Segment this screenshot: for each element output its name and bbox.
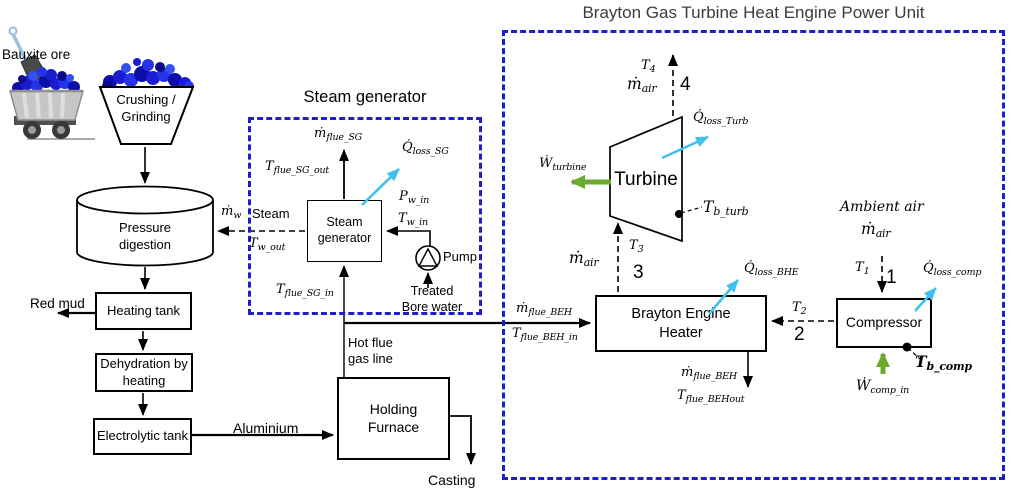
label-m-air-ambient: ṁair [861,220,891,240]
label-P-w-in: Pw_in [399,189,429,206]
hot-flue-gas-line-label: Hot flue gas line [348,335,393,367]
leader-T-b-turb [680,206,703,214]
holding-furnace-box: Holding Furnace [337,377,450,460]
state-point-2: 2 [794,324,805,345]
label-W-turbine: Ẇturbine [539,156,587,173]
label-m-flue-BEH-in: ṁflue_BEH [516,301,572,318]
label-m-air-4: ṁair [627,75,657,95]
steam-label: Steam [252,206,290,221]
bauxite-ore-label: Bauxite ore [2,47,71,62]
crushing-grinding-label: Crushing / Grinding [116,92,176,124]
brayton-engine-heater-box: Brayton Engine Heater [595,295,767,352]
label-T-4: T4 [641,58,656,75]
label-m-flue-BEH-out: ṁflue_BEH [681,365,737,382]
label-Q-loss-comp: Q̇loss_comp [923,261,982,278]
arrow-pump-to-steam-generator [386,226,431,247]
arrow-casting [450,415,476,465]
label-m-flue-SG: ṁflue_SG [314,126,363,143]
pump-label: Pump [443,249,477,264]
crushing-grinding-funnel [98,86,195,145]
label-T-flue-BEHout: Tflue_BEHout [677,388,745,405]
label-T-flue-SG-in: Tflue_SG_in [276,282,334,299]
pressure-digestion-cylinder [76,185,214,267]
brayton-unit-title: Brayton Gas Turbine Heat Engine Power Un… [582,3,925,22]
label-T-2: T2 [792,300,807,317]
label-Q-loss-BHE: Q̇loss_BHE [744,261,799,278]
label-T-w-out: Tw_out [249,236,286,253]
label-m-w: ṁw [221,204,242,221]
state-point-3: 3 [633,262,644,283]
pump-icon [415,245,441,271]
label-T-b-comp: Tb_comp [915,352,972,373]
state-point-1: 1 [886,267,897,288]
aluminium-label: Aluminium [233,420,299,436]
label-T-w-in: Tw_in [398,211,428,228]
brayton-unit-boundary [502,30,1005,480]
electrolytic-tank-box: Electrolytic tank [93,418,192,455]
ore-pile-crusher [102,58,194,91]
label-T-3: T3 [629,238,644,255]
treated-bore-water-label: Treated Bore water [401,284,463,314]
steam-generator-boundary [248,117,482,315]
label-T-flue-SG-out: Tflue_SG_out [265,159,330,176]
steam-generator-box: Steam generator [307,200,382,262]
state-point-4: 4 [680,74,691,95]
label-m-air-3: ṁair [569,249,599,269]
dehydration-box: Dehydration by heating [95,353,193,392]
label-T-b-turb: Tb_turb [703,198,749,218]
casting-label: Casting [428,472,476,488]
label-T-1: T1 [855,260,870,277]
ambient-air-label: Ambient air [840,199,924,215]
red-mud-label: Red mud [30,296,85,311]
compressor-box: Compressor [836,298,932,348]
label-Q-loss-Turb: Q̇loss_Turb [693,110,749,127]
steam-generator-title: Steam generator [303,88,427,106]
label-T-flue-BEH-in: Tflue_BEH_in [512,326,578,343]
turbine-label: Turbine [614,169,678,190]
label-W-comp-in: Ẇcomp_in [856,378,910,396]
ore-cart-body [9,89,84,121]
pressure-digestion-label: Pressure digestion [118,220,172,252]
label-Q-loss-SG: Q̇loss_SG [402,140,449,157]
heating-tank-box: Heating tank [95,292,192,330]
